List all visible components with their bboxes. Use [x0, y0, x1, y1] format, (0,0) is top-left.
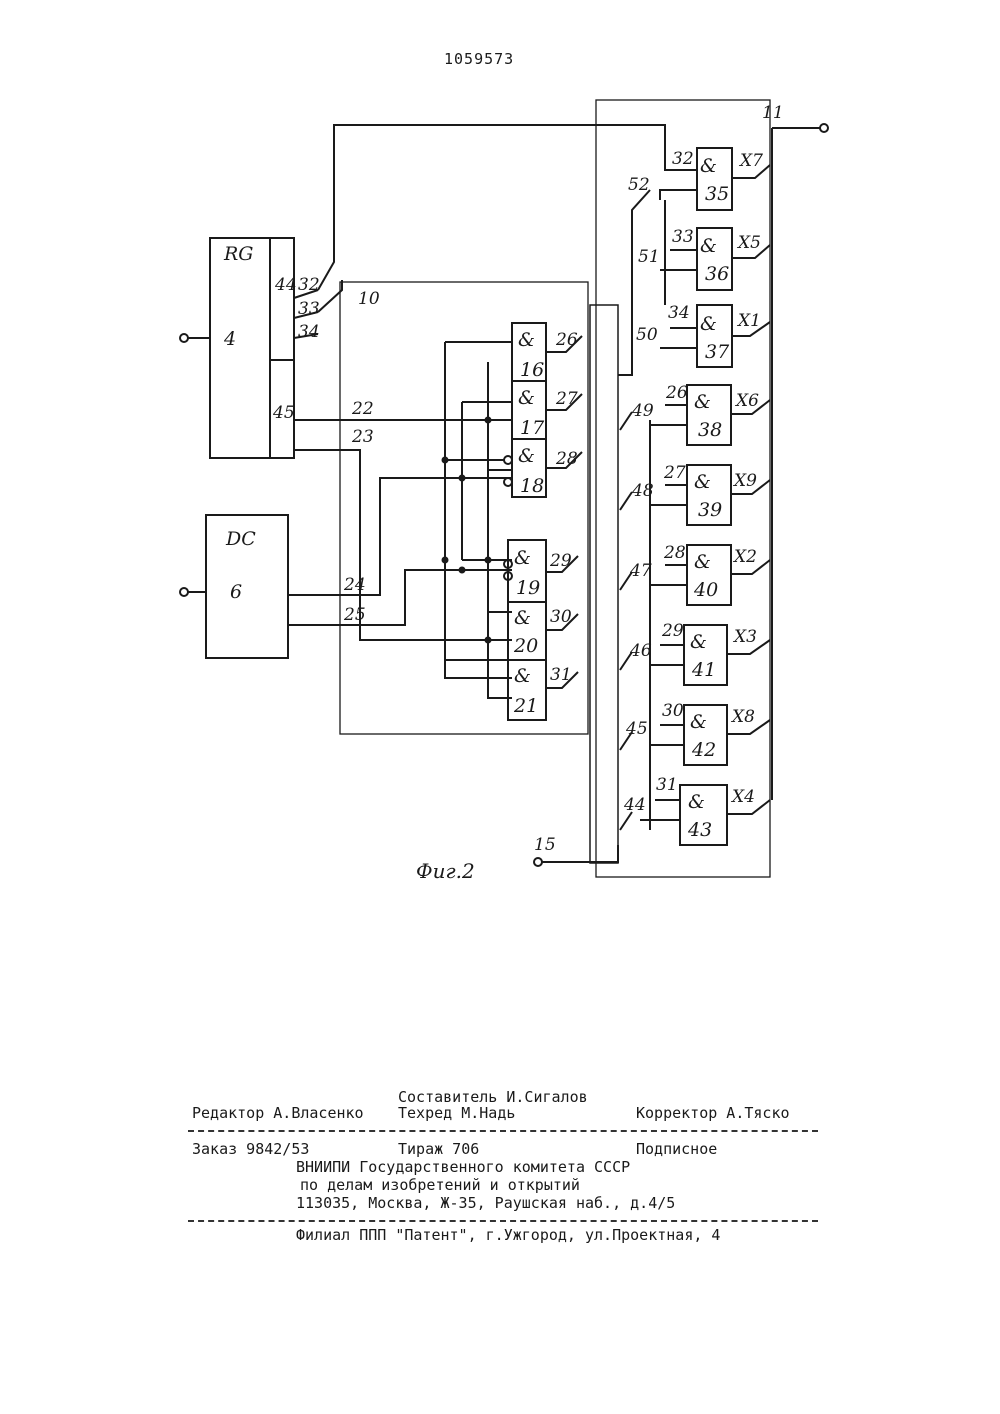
order: Заказ 9842/53 [192, 1140, 309, 1158]
gate-36-sym: & [700, 235, 717, 257]
register-output-45: 45 [272, 403, 295, 423]
gate-17-out: 27 [555, 389, 578, 409]
gate-37-sym: & [700, 313, 717, 335]
gate-20-sym: & [514, 607, 531, 629]
wire-25: 25 [343, 605, 366, 625]
figure-caption: Фиг.2 [416, 859, 475, 883]
branch: Филиал ППП "Патент", г.Ужгород, ул.Проек… [296, 1226, 720, 1244]
unit-10-label: 10 [358, 289, 380, 309]
bus-47: 47 [629, 561, 652, 581]
gate-40-out: X2 [732, 547, 757, 567]
gate-40-sym: & [694, 551, 711, 573]
gate-21-num: 21 [513, 695, 538, 717]
gate-41-num: 41 [691, 659, 716, 681]
reg-out-34: 34 [298, 322, 320, 342]
gate-41-in: 29 [661, 621, 684, 641]
gate-39-in: 27 [663, 463, 686, 483]
reg-out-32: 32 [298, 275, 320, 295]
decoder-input-terminal [180, 588, 188, 596]
gate-42-num: 42 [691, 739, 716, 761]
bus-51: 51 [638, 247, 660, 267]
gate-16-num: 16 [520, 359, 544, 381]
gate-40-in: 28 [663, 543, 686, 563]
gate-37-num: 37 [705, 341, 730, 363]
reg-out-33: 33 [298, 299, 320, 319]
gate-39-num: 39 [698, 499, 722, 521]
unit-11-label: 11 [762, 103, 784, 123]
gate-38-in: 26 [665, 383, 688, 403]
wire-23: 23 [351, 427, 374, 447]
gate-36-in: 33 [672, 227, 694, 247]
gate-38-out: X6 [734, 391, 759, 411]
bus-48: 48 [631, 481, 654, 501]
wire-22: 22 [351, 399, 374, 419]
gate-17-num: 17 [520, 417, 545, 439]
gate-37-out: X1 [736, 311, 761, 331]
gate-18-num: 18 [520, 475, 544, 497]
bus-52: 52 [628, 175, 650, 195]
bus-50: 50 [636, 325, 658, 345]
gate-19-sym: & [514, 547, 531, 569]
divider-2 [188, 1220, 818, 1222]
decoder-number: 6 [230, 581, 242, 603]
decoder-type: DC [225, 528, 256, 550]
gate-41-sym: & [690, 631, 707, 653]
bus-46: 46 [629, 641, 652, 661]
gate-42-out: X8 [730, 707, 755, 727]
bus [590, 305, 618, 863]
register-input-terminal [180, 334, 188, 342]
corrector: Корректор А.Тяско [636, 1104, 790, 1122]
divider-1 [188, 1130, 818, 1132]
bus-49: 49 [631, 401, 654, 421]
gate-38-sym: & [694, 391, 711, 413]
gate-42-in: 30 [662, 701, 684, 721]
gate-39-sym: & [694, 471, 711, 493]
output-terminal [820, 124, 828, 132]
gate-41-out: X3 [732, 627, 757, 647]
gate-43-num: 43 [687, 819, 712, 841]
gate-17-sym: & [518, 387, 535, 409]
register-type: RG [223, 243, 253, 265]
gate-38-num: 38 [698, 419, 722, 441]
gate-21-sym: & [514, 665, 531, 687]
bus-45: 45 [625, 719, 648, 739]
circulation: Тираж 706 [398, 1140, 479, 1158]
gate-43-in: 31 [656, 775, 678, 795]
register-number: 4 [223, 328, 236, 350]
input-15-label: 15 [534, 835, 556, 855]
subscription: Подписное [636, 1140, 717, 1158]
org-line-2: по делам изобретений и открытий [300, 1176, 580, 1194]
gate-37-in: 34 [668, 303, 690, 323]
gate-35-num: 35 [705, 183, 729, 205]
circuit-diagram: RG 4 44 45 32 33 34 DC 6 10 22 23 24 25 [0, 0, 1000, 1000]
register-output-44: 44 [274, 275, 297, 295]
editor: Редактор А.Власенко [192, 1104, 364, 1122]
gate-43-out: X4 [730, 787, 755, 807]
gate-36-out: X5 [736, 233, 761, 253]
gate-43-sym: & [688, 791, 705, 813]
register-block [210, 238, 294, 458]
gate-16-out: 26 [555, 330, 578, 350]
gate-35-out: X7 [738, 151, 763, 171]
bus-44: 44 [623, 795, 646, 815]
gate-40-num: 40 [693, 579, 718, 601]
gate-39-out: X9 [732, 471, 757, 491]
gate-35-in: 32 [672, 149, 694, 169]
gate-36-num: 36 [705, 263, 729, 285]
address: 113035, Москва, Ж-35, Раушская наб., д.4… [296, 1194, 675, 1212]
gate-19-num: 19 [516, 577, 540, 599]
gate-35-sym: & [700, 155, 717, 177]
gate-16-sym: & [518, 329, 535, 351]
input-15-terminal [534, 858, 542, 866]
org-line-1: ВНИИПИ Государственного комитета СССР [296, 1158, 630, 1176]
gate-42-sym: & [690, 711, 707, 733]
gate-20-num: 20 [513, 635, 538, 657]
techred: Техред М.Надь [398, 1104, 515, 1122]
wire-24: 24 [343, 575, 366, 595]
gate-19-out: 29 [549, 551, 572, 571]
gate-18-sym: & [518, 445, 535, 467]
